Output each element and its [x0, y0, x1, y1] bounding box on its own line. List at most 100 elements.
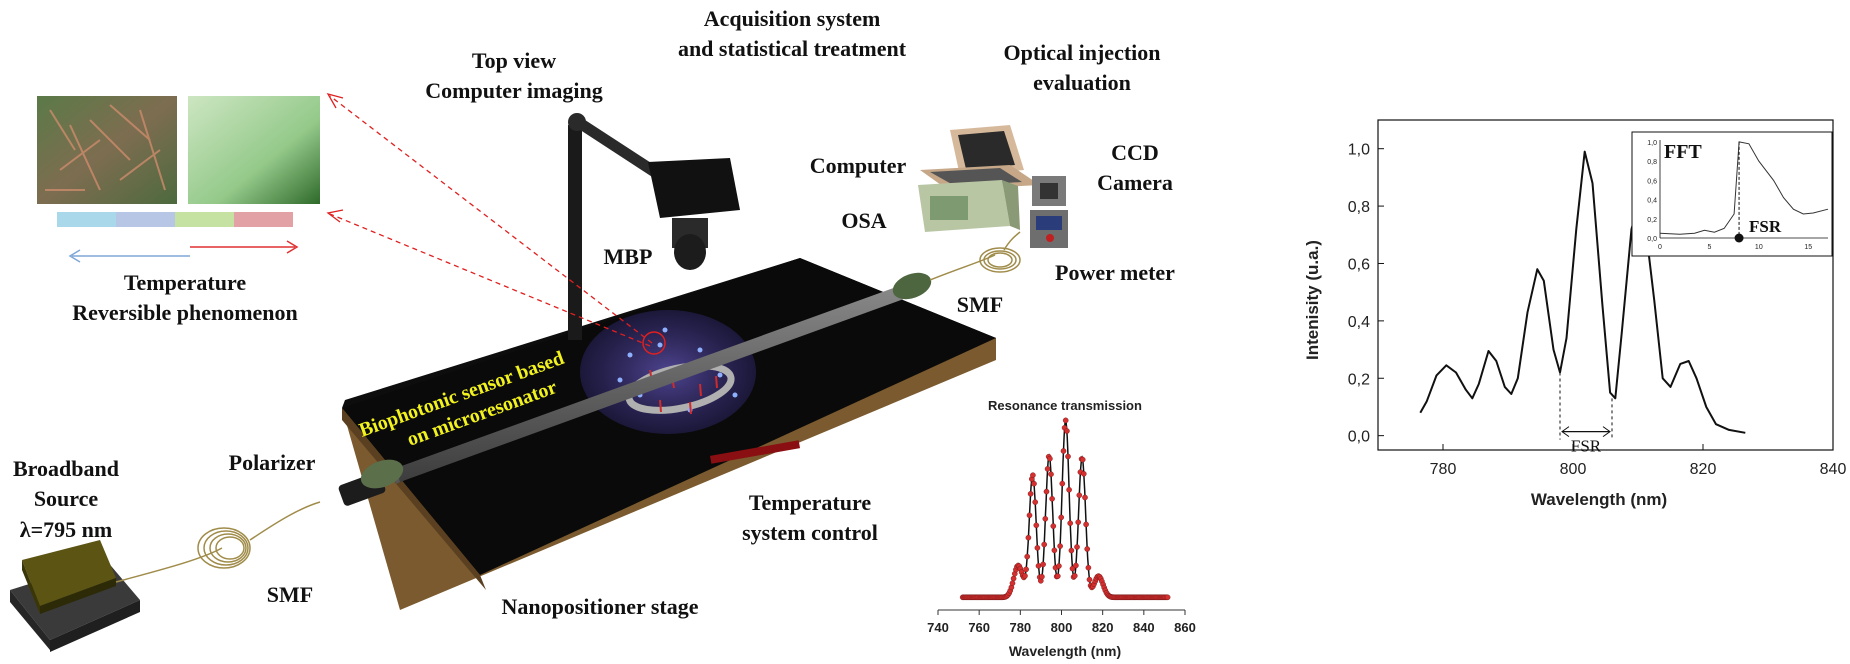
data-point: [1164, 594, 1171, 601]
transmission-line: [962, 417, 1169, 599]
input-connector: [338, 459, 404, 506]
computer-label: Computer: [810, 153, 907, 178]
computer-imaging-label: Computer imaging: [425, 78, 602, 103]
fft-line: [1659, 141, 1829, 235]
data-point: [1060, 448, 1067, 454]
temperature-color-bar: [57, 212, 293, 227]
camera-label: Camera: [1097, 170, 1173, 195]
osa-instrument: [918, 180, 1020, 232]
x-tick-label: 820: [1092, 620, 1114, 635]
color-bar-segment: [57, 212, 116, 227]
fft-title: FFT: [1664, 141, 1702, 163]
fft-marker-dot: [1734, 233, 1744, 243]
optical-injection-label-2: evaluation: [1033, 70, 1131, 95]
data-point: [1058, 514, 1064, 521]
data-point: [1081, 470, 1087, 477]
y-tick-label: 0,2: [1348, 371, 1370, 388]
imaging-ray-top: [329, 95, 653, 344]
data-point: [1064, 428, 1070, 434]
data-point: [1051, 547, 1058, 554]
data-point: [1022, 573, 1028, 579]
ccd-camera: [1032, 176, 1066, 206]
power-meter: [1030, 210, 1068, 248]
data-point: [1032, 499, 1038, 505]
x-tick-label: 760: [968, 620, 990, 635]
optical-injection-label: Optical injection: [1003, 40, 1160, 65]
y-tick-label: 0,4: [1348, 314, 1370, 331]
fsr-arrowhead-right: [1602, 426, 1611, 438]
fft-y-tick-label: 0,2: [1647, 217, 1657, 224]
data-point: [1062, 417, 1069, 424]
data-point: [1079, 456, 1086, 463]
x-tick-label: 780: [1430, 461, 1457, 478]
data-point: [1026, 512, 1033, 519]
acquisition-label: Acquisition system: [704, 6, 881, 31]
x-tick-label: 820: [1690, 461, 1717, 478]
data-point: [1056, 563, 1062, 569]
data-point: [1072, 573, 1078, 579]
mbp-label: MBP: [604, 244, 653, 269]
data-point: [1027, 490, 1034, 497]
data-point: [1067, 520, 1073, 527]
smf-label-bottom: SMF: [267, 582, 313, 607]
data-point: [1047, 455, 1053, 462]
fiber-coil-left: [115, 501, 321, 583]
data-point: [1009, 580, 1016, 587]
fft-y-tick-label: 0,8: [1647, 159, 1657, 166]
data-point: [1048, 471, 1054, 478]
x-tick-label: 840: [1133, 620, 1155, 635]
data-point: [1042, 516, 1049, 522]
ccd-label: CCD: [1111, 140, 1159, 165]
data-point: [1025, 534, 1032, 541]
chart-title: Resonance transmission: [988, 398, 1142, 413]
micrograph-crystals: [37, 96, 177, 204]
data-point: [1076, 492, 1083, 499]
y-tick-label: 1,0: [1348, 142, 1370, 159]
fft-inset-frame: [1631, 131, 1833, 257]
data-point: [1066, 486, 1072, 493]
acquisition-label-2: and statistical treatment: [678, 36, 907, 61]
temperature-arrows: [68, 240, 299, 263]
nanopositioner-label: Nanopositioner stage: [502, 594, 699, 619]
fft-y-tick-label: 0,4: [1647, 198, 1657, 205]
color-bar-segment: [175, 212, 234, 227]
data-point: [1073, 562, 1079, 569]
osa-label: OSA: [841, 208, 886, 233]
plot-frame: [1377, 119, 1834, 451]
y-tick-label: 0,8: [1348, 199, 1370, 216]
source-label: Source: [34, 486, 99, 511]
micrograph-dissolved: [188, 96, 320, 204]
x-tick-label: 800: [1051, 620, 1073, 635]
top-view-label: Top view: [472, 48, 556, 73]
data-point: [1043, 488, 1050, 495]
fsr-arrowhead-left: [1561, 426, 1570, 438]
data-point: [1086, 576, 1093, 583]
fft-y-tick-label: 0,6: [1647, 178, 1657, 185]
data-point: [1085, 564, 1092, 571]
data-point: [1049, 495, 1055, 502]
fft-x-tick-label: 15: [1804, 244, 1812, 251]
y-tick-label: 0,0: [1348, 429, 1370, 446]
smf-label-top: SMF: [957, 292, 1003, 317]
data-point: [1082, 494, 1088, 501]
reversible-phenomenon-label: Reversible phenomenon: [72, 300, 298, 325]
laptop-computer: [920, 125, 1040, 190]
power-meter-label: Power meter: [1055, 260, 1175, 285]
mbp-arm: [568, 113, 740, 340]
setup-diagram: Temperature Reversible phenomenon Acquis…: [10, 6, 1175, 652]
data-point: [1083, 521, 1089, 528]
data-point: [1030, 472, 1036, 479]
system-control-label: system control: [742, 520, 878, 545]
x-tick-label: 860: [1174, 620, 1196, 635]
temperature-label: Temperature: [124, 270, 246, 295]
fsr-label: FSR: [1571, 437, 1602, 456]
data-point: [1041, 541, 1047, 548]
color-bar-segment: [116, 212, 175, 227]
data-point: [1044, 466, 1051, 472]
data-point: [1033, 522, 1040, 529]
fft-x-tick-label: 5: [1707, 244, 1711, 251]
resonance-transmission-chart: Resonance transmission Wavelength (nm) 7…: [927, 398, 1196, 659]
data-point: [1023, 566, 1029, 573]
